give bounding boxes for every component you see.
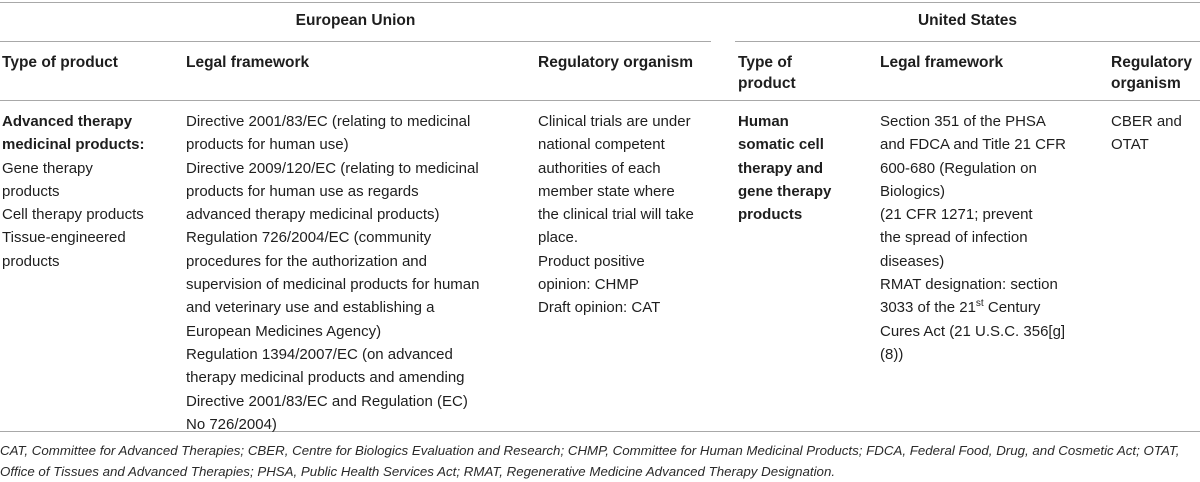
cell-eu-legal: Directive 2001/83/EC (relating to medici… — [186, 110, 479, 436]
us-group-rule — [735, 41, 1200, 42]
ordinal-superscript: st — [975, 298, 984, 310]
cell-line: products — [738, 206, 803, 224]
cell-line: therapy and — [738, 159, 824, 177]
cell-line: (21 CFR 1271; prevent — [880, 206, 1033, 224]
col-header-us-type-line: product — [738, 75, 796, 92]
cell-eu-type: Advanced therapy medicinal products: Gen… — [2, 110, 145, 273]
cell-us-legal: Section 351 of the PHSA and FDCA and Tit… — [880, 110, 1066, 366]
group-title-us: United States — [917, 12, 1018, 29]
col-header-eu-legal: Legal framework — [186, 54, 310, 71]
cell-line: member state where — [538, 182, 675, 200]
cell-line: RMAT designation: section — [880, 276, 1058, 294]
cell-line: Directive 2009/120/EC (relating to medic… — [186, 159, 479, 177]
eu-group-rule — [0, 41, 711, 42]
cell-line: diseases) — [880, 252, 945, 270]
cell-line: Tissue-engineered — [2, 229, 126, 247]
cell-line: Draft opinion: CAT — [538, 299, 661, 317]
cell-line: Gene therapy — [2, 159, 93, 177]
cell-line: and FDCA and Title 21 CFR — [880, 136, 1066, 154]
col-header-us-reg-line: Regulatory — [1111, 54, 1192, 71]
cell-line: the clinical trial will take — [538, 206, 694, 224]
col-header-us-type-line: Type of — [738, 54, 792, 71]
cell-line: Biologics) — [880, 182, 946, 200]
header-rule — [0, 100, 1200, 101]
cell-line: Human — [738, 113, 789, 130]
cell-line: somatic cell — [738, 136, 824, 154]
cell-line: supervision of medicinal products for hu… — [186, 276, 480, 294]
cell-line: products — [2, 182, 60, 200]
cell-line: European Medicines Agency) — [186, 322, 382, 340]
bottom-rule — [0, 431, 1200, 432]
top-rule — [0, 2, 1200, 3]
cell-line: products for human use as regards — [186, 182, 419, 200]
col-header-eu-type: Type of product — [2, 54, 118, 71]
cell-line-superscript: 3033 of the 21st Century — [880, 296, 1066, 319]
cell-line: advanced therapy medicinal products) — [186, 206, 440, 224]
cell-line: and veterinary use and establishing a — [186, 299, 435, 317]
cell-line: CBER and — [1111, 113, 1182, 130]
cell-line: Regulation 1394/2007/EC (on advanced — [186, 345, 453, 363]
cell-eu-type-bold: medicinal products: — [2, 136, 145, 154]
cell-line: procedures for the authorization and — [186, 252, 427, 270]
cell-line: Clinical trials are under — [538, 113, 691, 130]
table-footnote: CAT, Committee for Advanced Therapies; C… — [0, 443, 1180, 479]
cell-line: Directive 2001/83/EC and Regulation (EC) — [186, 392, 468, 410]
cell-line: national competent — [538, 136, 665, 154]
cell-line: place. — [538, 229, 579, 247]
cell-us-type: Human somatic cell therapy and gene ther… — [738, 110, 831, 226]
group-title-eu: European Union — [295, 12, 416, 29]
cell-line: OTAT — [1111, 136, 1149, 154]
superscript-pre: 3033 of the 21 — [880, 299, 976, 317]
cell-line: Product positive — [538, 252, 645, 270]
cell-line: Cures Act (21 U.S.C. 356[g] — [880, 322, 1066, 340]
cell-line: Cell therapy products — [2, 206, 144, 224]
cell-line: Section 351 of the PHSA — [880, 113, 1046, 130]
col-header-us-reg-line: organism — [1111, 75, 1181, 92]
col-header-us-reg: Regulatory organism — [1111, 52, 1192, 94]
col-header-us-legal: Legal framework — [880, 54, 1004, 71]
cell-line: the spread of infection — [880, 229, 1028, 247]
cell-line: gene therapy — [738, 182, 832, 200]
cell-line: 600-680 (Regulation on — [880, 159, 1037, 177]
col-header-us-type: Type of product — [738, 52, 796, 94]
cell-line: No 726/2004) — [186, 415, 277, 433]
cell-line: therapy medicinal products and amending — [186, 369, 465, 387]
superscript-post: Century — [983, 299, 1041, 317]
cell-line: products for human use) — [186, 136, 349, 154]
cell-line: authorities of each — [538, 159, 661, 177]
cell-line: Regulation 726/2004/EC (community — [186, 229, 432, 247]
cell-line: opinion: CHMP — [538, 276, 639, 294]
cell-line: products — [2, 252, 60, 270]
cell-line: (8)) — [880, 345, 904, 363]
cell-eu-reg: Clinical trials are under national compe… — [538, 110, 694, 320]
cell-eu-type-bold: Advanced therapy — [2, 113, 133, 130]
cell-us-reg: CBER and OTAT — [1111, 110, 1182, 157]
col-header-eu-reg: Regulatory organism — [538, 54, 694, 71]
cell-line: Directive 2001/83/EC (relating to medici… — [186, 113, 471, 130]
